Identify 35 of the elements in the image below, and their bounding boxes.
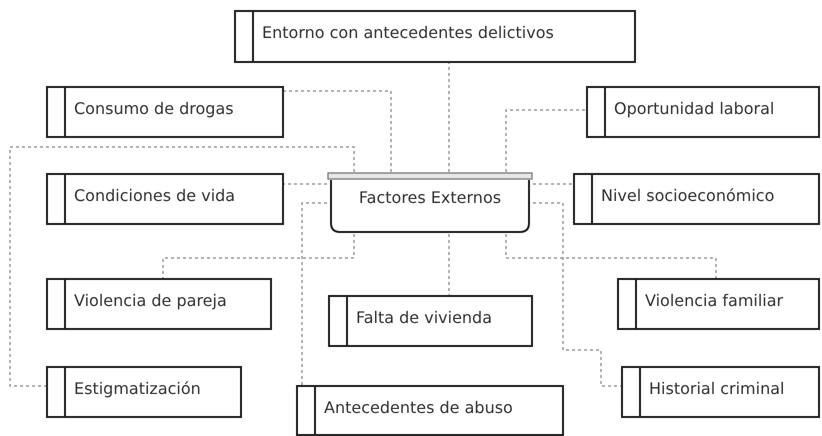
dotted-connector [448,63,450,172]
dotted-connector [505,109,586,172]
factor-label: Estigmatización [74,379,201,398]
factor-box [296,385,564,436]
dotted-connector [9,146,355,387]
factor-box [46,173,284,225]
dotted-connector [505,234,717,278]
factor-label: Consumo de drogas [74,99,234,118]
dotted-connector [301,202,327,385]
factor-label: Violencia de pareja [74,291,227,310]
factor-box [46,86,284,138]
dotted-connector [162,234,355,278]
dotted-connector [533,202,621,387]
factor-box [234,10,636,63]
factor-label: Falta de vivienda [356,308,492,327]
factor-label: Antecedentes de abuso [324,398,513,417]
factor-label: Entorno con antecedentes delictivos [262,23,554,42]
factor-label: Nivel socioeconómico [601,186,774,205]
factor-label: Factores Externos [358,188,502,207]
factor-label: Condiciones de vida [74,186,236,205]
rounded-box [327,172,533,234]
dotted-connector [448,234,450,295]
factor-label: Historial criminal [649,379,784,398]
dotted-connector [284,183,327,185]
dotted-connector [533,183,573,185]
factor-box [46,278,272,330]
factor-box [46,366,242,418]
factor-box [617,278,820,330]
factor-box [328,295,533,347]
dotted-connector [284,90,392,172]
factor-label: Oportunidad laboral [614,99,774,118]
factor-box [586,86,820,138]
factor-box [621,366,820,418]
factor-label: Violencia familiar [645,291,784,310]
factor-box [573,173,820,225]
